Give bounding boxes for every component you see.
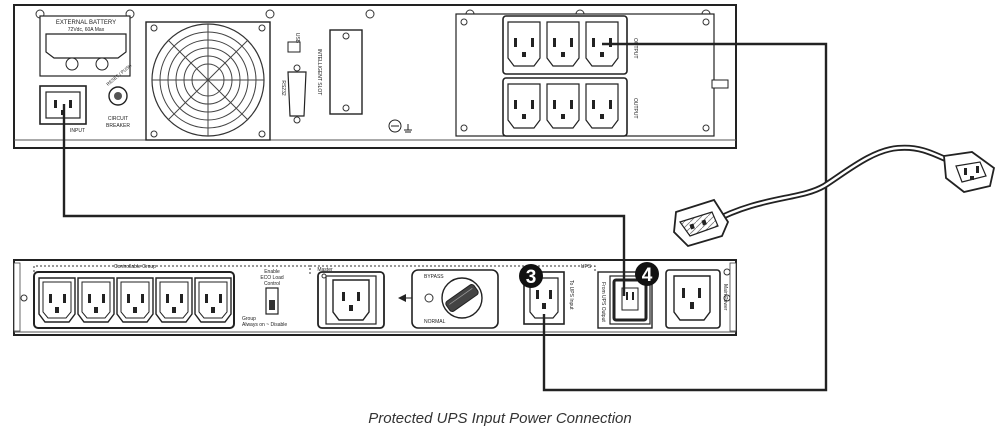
master-label: Master [317,267,333,273]
eco-label-1: Enable [264,269,280,275]
normal-label: NORMAL [424,319,446,325]
battery-label-2: 72Vdc, 60A Max [68,27,105,33]
external-battery-port: EXTERNAL BATTERY 72Vdc, 60A Max [39,15,131,77]
callout-3-number: 3 [526,267,537,288]
power-cord [673,144,996,248]
to-ups-input-label: To UPS Input [568,280,574,310]
cable-ups-output-to-pdu [542,42,828,392]
controlled-label: Controllable Group [114,264,156,270]
main-power-inlet: Main Power [665,269,728,329]
ups-label: UPS [581,264,592,270]
fan-grille [145,21,271,141]
breaker-label-1: CIRCUIT [108,116,128,122]
output-label-top: OUTPUT [632,38,638,59]
from-ups-output-label: From UPS Output [600,282,606,322]
output-label-bottom: OUTPUT [632,98,638,119]
c13-connector [673,198,730,248]
eco-load-switch: Enable ECO Load Control Group Always on … [242,269,287,328]
ups-output-panel: OUTPUT OUTPUT [455,13,729,137]
usb-port: USB [287,33,301,53]
input-label: INPUT [70,128,85,134]
main-power-label: Main Power [722,284,728,311]
bypass-label: BYPASS [424,274,444,280]
rs232-port: RS232 [280,64,307,124]
eco-label-2: ECO Load [260,275,284,281]
bypass-rotary-switch: BYPASS NORMAL [398,269,499,329]
callout-4: 4 [635,262,659,286]
breaker-label-2: BREAKER [106,123,130,129]
controlled-outlets [33,271,235,329]
group-label-2: Always on ~ Disable [242,322,287,328]
plug-connector [943,151,996,193]
ground-screw-icon [388,119,412,133]
cable-ups-input-to-pdu [62,104,626,296]
slot-label: INTELLIGENT SLOT [316,49,322,96]
diagram-caption: Protected UPS Input Power Connection [368,410,632,427]
intelligent-slot: INTELLIGENT SLOT [316,29,363,115]
connection-diagram: EXTERNAL BATTERY 72Vdc, 60A Max USB RS23… [13,4,996,392]
eco-label-3: Control [264,281,280,287]
callout-3: 3 [519,264,543,288]
to-ups-input-outlet: To UPS Input [523,271,574,325]
rs232-label: RS232 [280,80,286,96]
callout-4-number: 4 [642,265,653,286]
master-outlet [296,265,385,329]
battery-label-1: EXTERNAL BATTERY [56,20,116,26]
usb-label: USB [294,33,300,44]
group-label-1: Group [242,316,256,322]
